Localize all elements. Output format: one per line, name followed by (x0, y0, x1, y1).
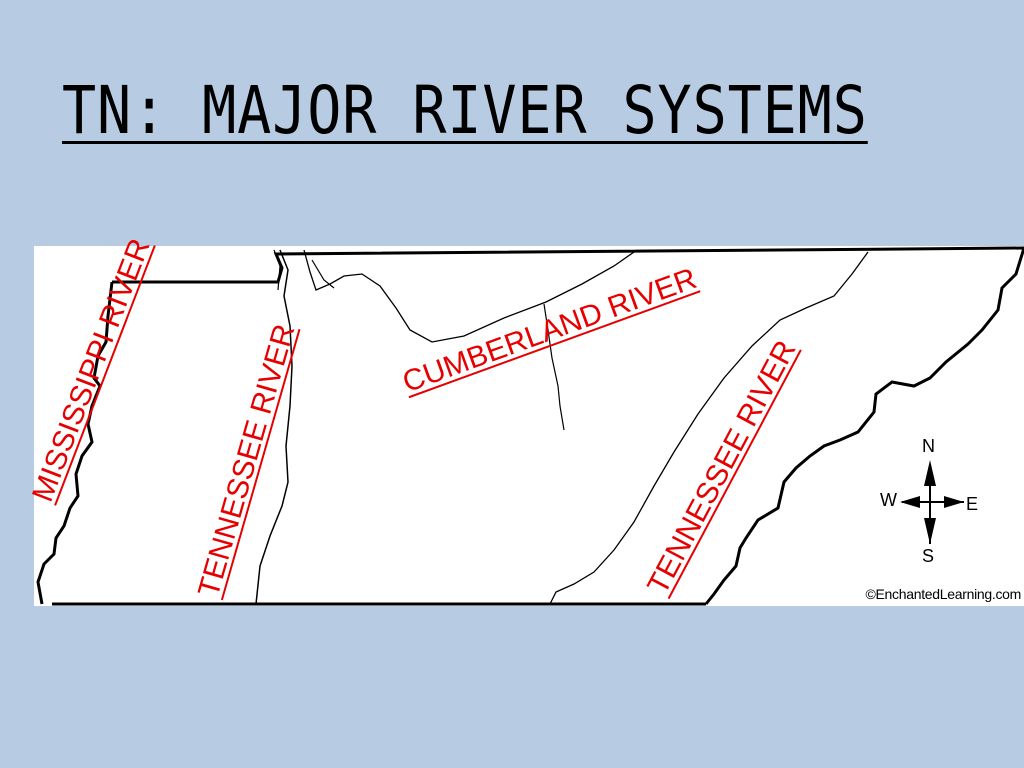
eastern-border (704, 247, 1024, 605)
tennessee-river-east-line (549, 251, 869, 605)
compass-north: N (922, 436, 935, 456)
compass-west: W (880, 490, 897, 510)
mississippi-river-line (36, 281, 114, 605)
state-border (52, 246, 1024, 606)
compass-rose: N S W E (880, 436, 980, 566)
compass-south: S (922, 546, 935, 566)
compass-east: E (966, 494, 979, 514)
map-credit: ©EnchantedLearning.com (865, 586, 1022, 602)
tennessee-map: N S W E ©EnchantedLearning.com (34, 246, 1024, 606)
tennessee-river-west-line (255, 249, 293, 605)
cumberland-river-line (303, 249, 635, 343)
map-outline (36, 246, 1024, 606)
page-title: TN: MAJOR RIVER SYSTEMS (62, 72, 868, 149)
